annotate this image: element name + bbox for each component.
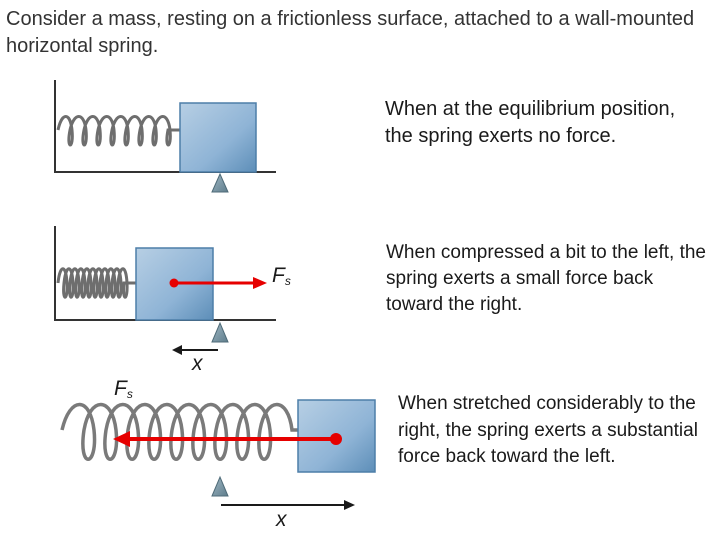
displacement-label: x <box>276 508 287 531</box>
displacement-label: x <box>192 352 203 375</box>
spring-coil <box>56 115 180 147</box>
spring-force-arrowhead <box>113 431 130 447</box>
compressed-caption: When compressed a bit to the left, the s… <box>386 242 707 315</box>
equilibrium-caption: When at the equilibrium position, the sp… <box>385 98 676 147</box>
spring-force-arrowhead <box>253 277 267 289</box>
equilibrium-marker <box>211 172 229 193</box>
stretched-caption: When stretched considerably to the right… <box>398 393 698 467</box>
spring-coil <box>56 267 136 299</box>
spring-force-label: Fs <box>114 377 133 401</box>
force-origin-dot <box>330 433 342 445</box>
equilibrium-marker <box>211 475 229 497</box>
equilibrium-scenario <box>54 80 276 193</box>
spring-coil <box>60 402 298 461</box>
equilibrium-marker <box>211 321 229 343</box>
mass-block <box>179 102 257 173</box>
stretched-scenario <box>60 399 376 510</box>
slide-title: Consider a mass, resting on a frictionle… <box>6 8 695 57</box>
spring-force-label: Fs <box>272 264 291 288</box>
force-origin-dot <box>169 278 179 288</box>
compressed-scenario <box>54 226 276 355</box>
displacement-arrowhead <box>172 345 182 355</box>
displacement-arrowhead <box>344 500 355 510</box>
